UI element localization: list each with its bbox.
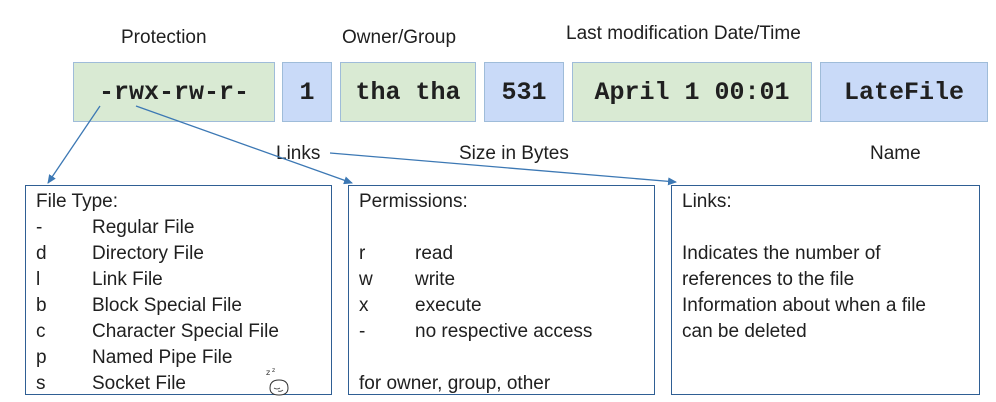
- svg-text:z: z: [266, 368, 270, 377]
- owner-group-label: Owner/Group: [342, 27, 457, 48]
- type-desc: Regular File: [92, 217, 195, 238]
- links-label: Links: [276, 143, 321, 164]
- type-desc: Socket File: [92, 373, 186, 394]
- file-type-title: File Type:: [36, 191, 119, 212]
- type-code: b: [36, 295, 47, 316]
- type-code: d: [36, 243, 47, 264]
- type-desc: Block Special File: [92, 295, 242, 316]
- size-label: Size in Bytes: [459, 143, 569, 164]
- svg-text:z: z: [272, 367, 275, 374]
- list-item: x execute: [359, 293, 654, 319]
- perm-code: x: [359, 295, 369, 316]
- type-code: s: [36, 373, 46, 394]
- permissions-arrow: [135, 105, 353, 185]
- date-cell: April 1 00:01: [572, 62, 812, 122]
- type-desc: Named Pipe File: [92, 347, 233, 368]
- links-line: can be deleted: [682, 321, 807, 342]
- list-item: c Character Special File: [36, 319, 331, 345]
- perm-code: r: [359, 243, 366, 264]
- last-modification-label: Last modification Date/Time: [566, 23, 801, 44]
- type-code: c: [36, 321, 46, 342]
- type-code: p: [36, 347, 47, 368]
- list-item: w write: [359, 267, 654, 293]
- type-desc: Link File: [92, 269, 163, 290]
- type-code: l: [36, 269, 41, 290]
- list-item: l Link File: [36, 267, 331, 293]
- perm-desc: no respective access: [415, 321, 593, 342]
- links-line: Indicates the number of: [682, 243, 881, 264]
- file-type-arrow: [47, 105, 101, 184]
- list-item: - no respective access: [359, 319, 654, 345]
- perm-desc: execute: [415, 295, 482, 316]
- permissions-panel: Permissions: r read w write x execute - no r…: [348, 185, 655, 395]
- links-panel: Links: Indicates the number of reference…: [671, 185, 980, 395]
- list-item: s Socket File: [36, 371, 331, 397]
- perm-desc: read: [415, 243, 454, 264]
- links-arrow: [329, 152, 677, 186]
- sleep-cursor-icon: z z: [266, 367, 289, 396]
- owner-group-cell: tha tha: [340, 62, 476, 122]
- name-cell: LateFile: [820, 62, 988, 122]
- permissions-footer: for owner, group, other: [359, 373, 551, 394]
- links-line: references to the file: [682, 269, 855, 290]
- perm-code: w: [359, 269, 373, 290]
- type-desc: Directory File: [92, 243, 204, 264]
- type-code: -: [36, 217, 43, 238]
- list-item: p Named Pipe File: [36, 345, 331, 371]
- links-line: Information about when a file: [682, 295, 926, 316]
- name-label: Name: [870, 143, 921, 164]
- type-desc: Character Special File: [92, 321, 279, 342]
- size-cell: 531: [484, 62, 564, 122]
- links-title: Links:: [682, 191, 732, 212]
- file-type-panel: File Type: - Regular File d Directory File…: [25, 185, 332, 395]
- protection-label: Protection: [121, 27, 207, 48]
- list-item: d Directory File: [36, 241, 331, 267]
- list-item: r read: [359, 241, 654, 267]
- permissions-cell: -rwx-rw-r-: [73, 62, 275, 122]
- perm-desc: write: [415, 269, 456, 290]
- list-item: - Regular File: [36, 215, 331, 241]
- perm-code: -: [359, 321, 366, 342]
- links-cell: 1: [282, 62, 332, 122]
- permissions-title: Permissions:: [359, 191, 468, 212]
- list-item: b Block Special File: [36, 293, 331, 319]
